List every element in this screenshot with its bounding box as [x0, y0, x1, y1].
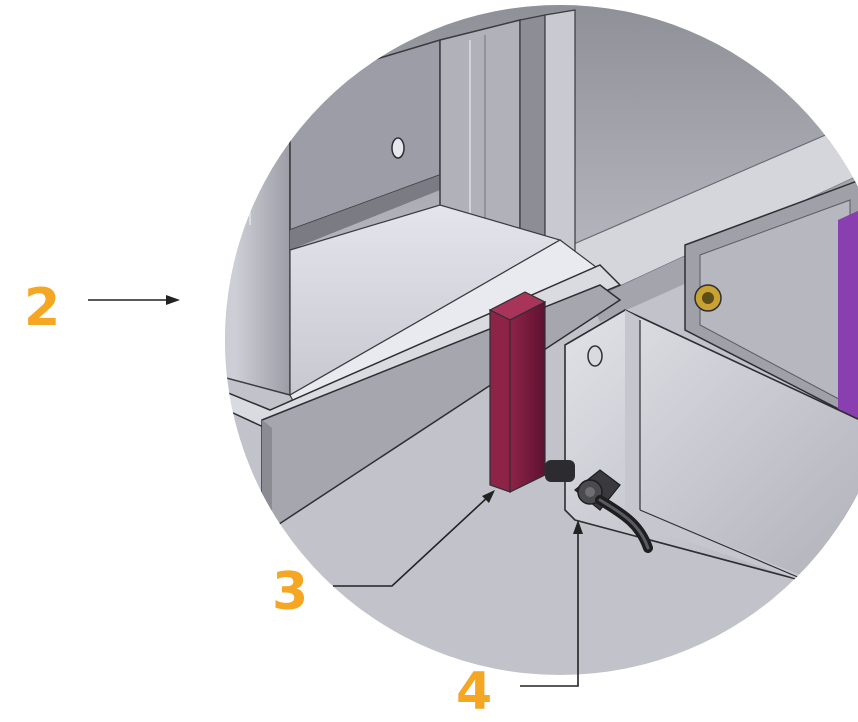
callout-4: 4: [456, 662, 493, 722]
callout-2: 2: [24, 278, 61, 338]
leader-4: [520, 520, 583, 687]
magnet-icon: [488, 291, 547, 493]
arrow-icon: [482, 490, 495, 503]
leader-2: [88, 295, 180, 305]
leader-3: [333, 490, 495, 587]
callout-3: 3: [272, 562, 309, 622]
arrow-icon: [166, 295, 180, 305]
arrow-icon: [573, 520, 583, 534]
reed-sensor-icon: [545, 460, 653, 553]
cutaway-view: [225, 5, 858, 675]
